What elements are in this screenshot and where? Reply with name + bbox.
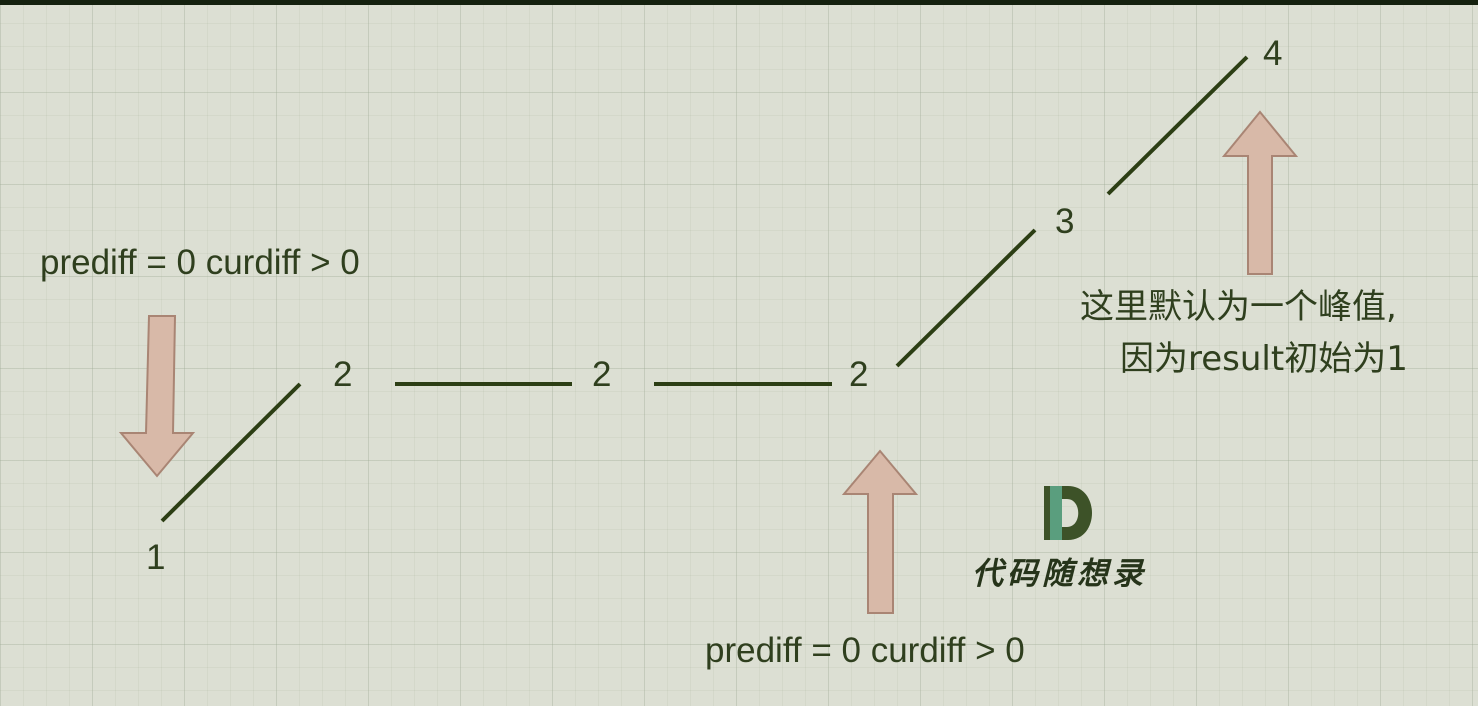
left-annotation: prediff = 0 curdiff > 0	[40, 243, 360, 282]
node-label-2a: 2	[333, 355, 353, 394]
node-label-3: 3	[1055, 202, 1075, 241]
node-label-2b: 2	[592, 355, 612, 394]
segment-1-2	[160, 382, 302, 523]
up-arrow-icon-right	[1221, 110, 1299, 275]
down-arrow-icon	[118, 315, 196, 478]
up-arrow-icon-bottom	[841, 449, 919, 614]
right-annotation-line1: 这里默认为一个峰值,	[1080, 287, 1397, 327]
right-annotation-line2: 因为result初始为1	[1120, 339, 1408, 379]
node-label-4: 4	[1263, 34, 1283, 73]
top-border	[0, 0, 1478, 5]
node-label-2c: 2	[849, 355, 869, 394]
logo-text: 代码随想录	[972, 556, 1147, 592]
bottom-annotation: prediff = 0 curdiff > 0	[705, 631, 1025, 670]
segment-2-3	[895, 228, 1037, 368]
segment-3-4	[1106, 55, 1249, 196]
node-label-1: 1	[146, 538, 166, 577]
logo-mark	[1044, 486, 1092, 540]
